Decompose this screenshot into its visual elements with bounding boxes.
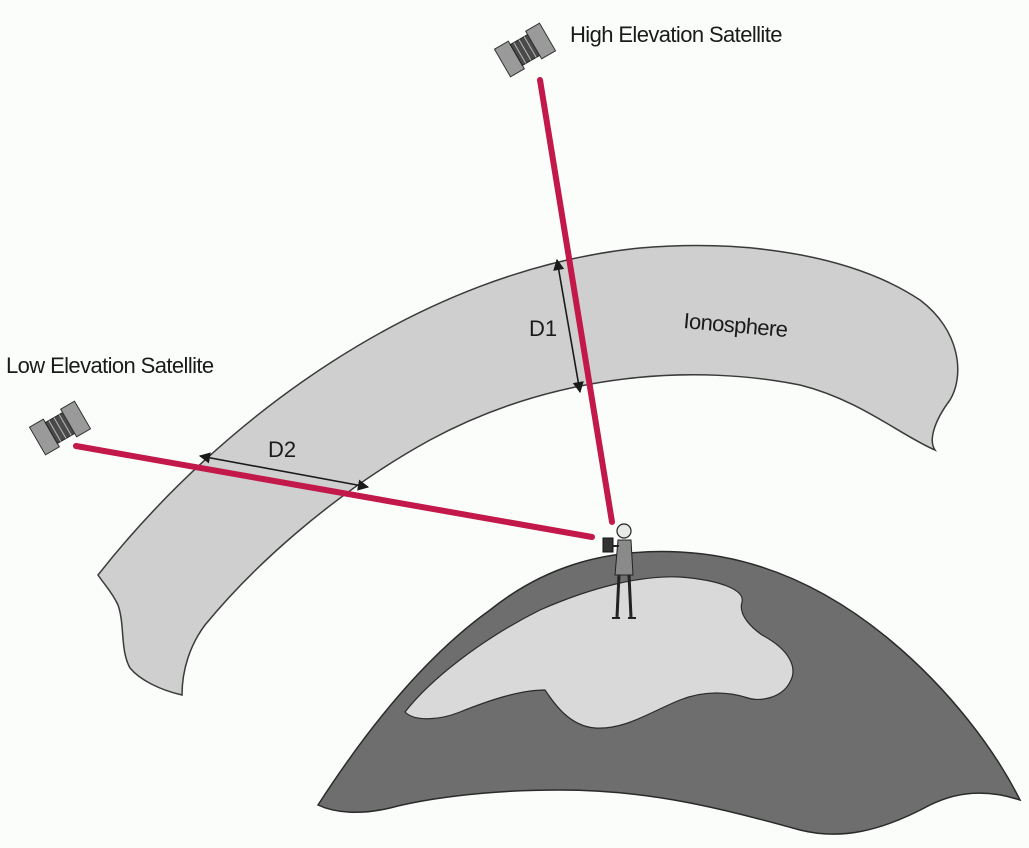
low-satellite-signal-line [73,443,595,540]
d2-dimension-arrow [198,452,370,491]
high-satellite-icon [493,22,557,78]
high-satellite-label: High Elevation Satellite [570,22,782,47]
d1-label: D1 [529,316,557,341]
d1-dimension-arrow [553,258,584,394]
earth-landmass [404,576,794,729]
low-satellite-label: Low Elevation Satellite [6,353,214,378]
ionosphere-band [97,244,959,696]
low-satellite-icon [28,400,92,456]
person-receiver-icon [602,523,636,619]
d2-label: D2 [268,437,296,462]
